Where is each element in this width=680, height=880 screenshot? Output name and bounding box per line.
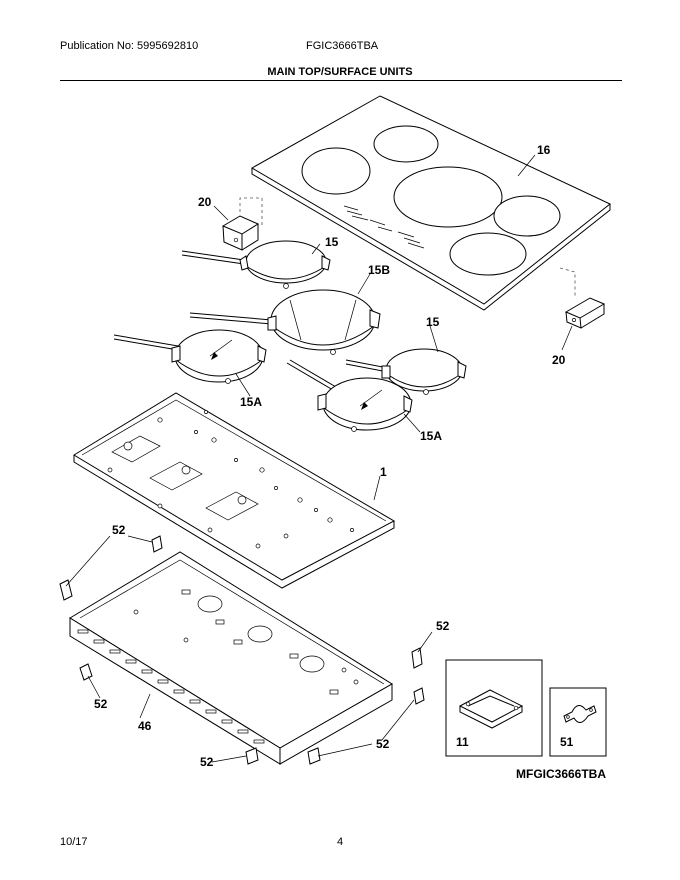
surface-element-part-15B[interactable]	[189, 289, 381, 355]
callout-20-left: 20	[198, 195, 212, 209]
callout-52-top: 52	[112, 523, 126, 537]
bracket-part-20-right[interactable]	[559, 267, 606, 329]
surface-element-part-15A-left[interactable]	[113, 329, 267, 384]
mounting-plate-part-1[interactable]	[73, 392, 396, 589]
control-graphics	[343, 205, 425, 249]
callout-52-left: 52	[94, 697, 108, 711]
page-title: MAIN TOP/SURFACE UNITS	[267, 66, 413, 78]
callout-46: 46	[138, 719, 152, 733]
page-number: 4	[337, 836, 344, 848]
callout-52-bottom: 52	[200, 755, 214, 769]
callout-11: 11	[456, 735, 469, 749]
footer-date: 10/17	[60, 836, 88, 848]
callout-52-right-upper: 52	[436, 619, 450, 633]
plate-cutouts	[107, 410, 354, 549]
leader-lines	[65, 154, 573, 763]
callout-15A-left: 15A	[240, 395, 262, 409]
surface-element-part-15-upper[interactable]	[181, 240, 331, 289]
box-holes	[133, 589, 359, 695]
callout-15-right: 15	[426, 315, 440, 329]
callout-51: 51	[560, 735, 574, 749]
inset-part-11[interactable]: 11	[445, 659, 543, 757]
callout-52-right-lower: 52	[376, 737, 390, 751]
model-number: FGIC3666TBA	[306, 40, 379, 52]
clip-part-52-a[interactable]	[59, 535, 425, 765]
callout-16: 16	[537, 143, 551, 157]
lower-box-part-46[interactable]	[69, 551, 393, 765]
callout-20-right: 20	[552, 353, 566, 367]
surface-element-part-15-right[interactable]	[345, 348, 467, 395]
bracket-part-20-left[interactable]	[221, 197, 263, 251]
callout-15B: 15B	[368, 263, 390, 277]
box-vents	[77, 629, 265, 744]
publication-number: Publication No: 5995692810	[60, 40, 199, 52]
callout-15A-right: 15A	[420, 429, 442, 443]
surface-element-part-15A-right[interactable]	[286, 359, 413, 432]
callout-15-upper: 15	[325, 235, 339, 249]
inset-model-label: MFGIC3666TBA	[516, 767, 606, 781]
callout-1: 1	[380, 465, 387, 479]
title-rule	[60, 80, 622, 81]
cooktop-glass-part-16[interactable]	[250, 95, 611, 311]
inset-part-51[interactable]: 51	[549, 687, 607, 757]
